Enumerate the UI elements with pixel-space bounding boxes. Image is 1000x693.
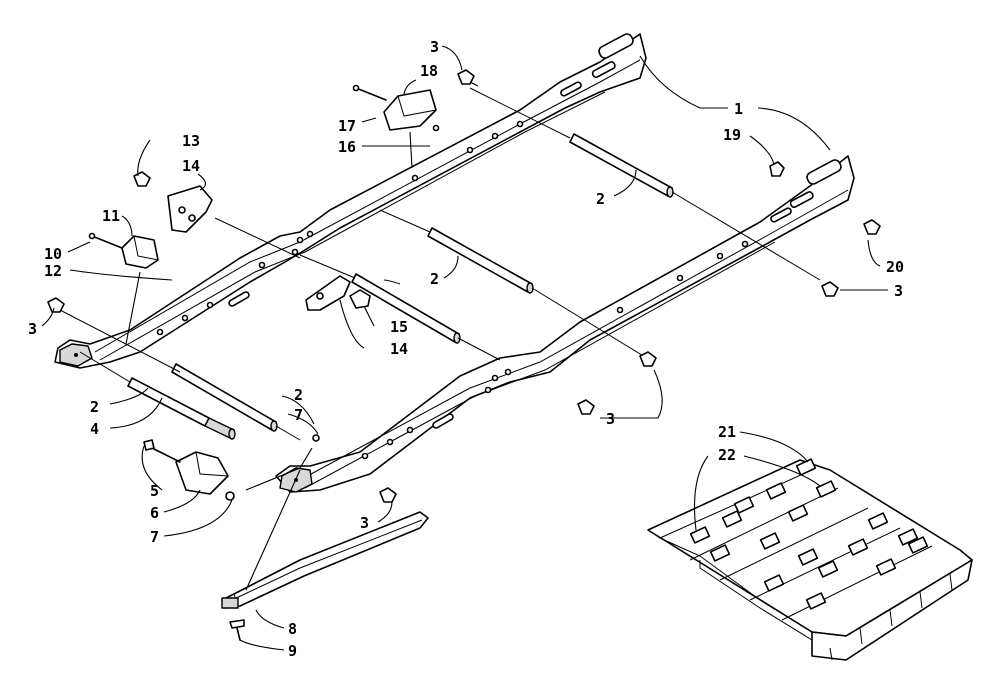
callout-12: 12 <box>44 262 62 280</box>
callout-7-lower: 7 <box>150 528 159 546</box>
callout-7-upper: 7 <box>294 406 303 424</box>
cross-shaft-front-upper <box>351 273 461 344</box>
callout-2-front: 2 <box>294 386 303 404</box>
bracket-14-lower <box>305 275 351 311</box>
bolt-3-middle <box>639 351 657 367</box>
callout-2-lower: 2 <box>90 398 99 416</box>
bolt-3-right <box>821 281 839 297</box>
callout-14-lower: 14 <box>390 340 408 358</box>
cross-shaft-middle <box>427 227 534 294</box>
bolt-5 <box>143 439 181 463</box>
callout-2-middle: 2 <box>430 270 439 288</box>
stopper-block-18 <box>383 89 437 131</box>
leader-lines <box>41 45 888 651</box>
nut-15 <box>349 289 371 309</box>
callout-10: 10 <box>44 245 62 263</box>
callout-21: 21 <box>718 423 736 441</box>
callout-3-top: 3 <box>430 38 439 56</box>
callout-13: 13 <box>182 132 200 150</box>
callout-3-left: 3 <box>28 320 37 338</box>
callout-1: 1 <box>734 100 743 118</box>
left-slide-rail <box>54 33 647 369</box>
callout-4: 4 <box>90 420 99 438</box>
cross-shaft-rear <box>569 133 674 198</box>
callout-22: 22 <box>718 446 736 464</box>
callout-3-middle: 3 <box>606 410 615 428</box>
callout-6: 6 <box>150 504 159 522</box>
screw-9 <box>229 619 245 641</box>
stopper-block-11 <box>121 235 159 269</box>
callout-16: 16 <box>338 138 356 156</box>
callout-5: 5 <box>150 482 159 500</box>
right-slide-rail <box>275 155 855 493</box>
nut-7 <box>225 434 320 501</box>
callout-9: 9 <box>288 642 297 660</box>
callout-17: 17 <box>338 117 356 135</box>
callout-3-bottom: 3 <box>360 514 369 532</box>
shaft-with-bushing-4 <box>127 377 236 440</box>
callout-labels: 3 18 1 17 19 13 16 14 2 11 10 20 12 2 3 … <box>28 38 904 660</box>
bolt-3-bottom <box>379 487 397 503</box>
bumper-6 <box>175 451 229 495</box>
callout-14-upper: 14 <box>182 157 200 175</box>
bolt-3-top <box>457 69 479 87</box>
callout-3-right: 3 <box>894 282 903 300</box>
track-clips-22 <box>689 458 929 610</box>
pin-17 <box>352 84 387 101</box>
callout-8: 8 <box>288 620 297 638</box>
cross-shaft-lower <box>171 363 278 432</box>
callout-19: 19 <box>723 126 741 144</box>
callout-20: 20 <box>886 258 904 276</box>
wear-strip-8 <box>221 511 429 609</box>
track-section-21 <box>647 459 973 661</box>
pin-16 <box>432 124 440 132</box>
bolt-3-left <box>47 297 65 313</box>
bracket-14-upper <box>167 185 213 233</box>
pin-10 <box>88 232 123 249</box>
bolt-13 <box>133 171 151 187</box>
bolt-3-lower-middle <box>577 399 595 415</box>
callout-15: 15 <box>390 318 408 336</box>
callout-18: 18 <box>420 62 438 80</box>
callout-11: 11 <box>102 207 120 225</box>
callout-2-rear: 2 <box>596 190 605 208</box>
bolt-20 <box>863 219 881 235</box>
nut-19 <box>769 161 785 177</box>
